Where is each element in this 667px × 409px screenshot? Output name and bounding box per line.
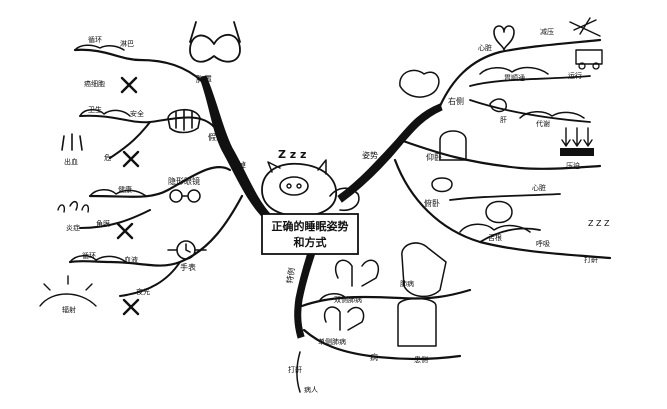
label-bra: 胸罩 [196, 74, 212, 84]
pig-prone [485, 200, 513, 224]
label-snoring: 打鼾 [584, 255, 598, 264]
glow-icon [39, 275, 97, 307]
label-blood: 血液 [124, 255, 138, 264]
pig-ear-right [317, 159, 327, 175]
label-circulation-2: 循环 [82, 251, 96, 260]
blood-drops-icon [61, 133, 83, 151]
truck-wheel-left [578, 62, 586, 70]
cross-mark-watch [122, 298, 140, 316]
center-box [261, 213, 359, 255]
label-lymph: 淋巴 [120, 39, 134, 48]
label-bilateral-lung: 双侧肺病 [334, 295, 362, 304]
center-title-line1: 正确的睡眠姿势 [272, 219, 349, 233]
label-heart-2: 心脏 [532, 183, 546, 192]
pig-patient-body [397, 297, 437, 347]
teeth-icon [167, 108, 201, 134]
cross-mark-bra [120, 76, 138, 94]
label-prone: 俯卧 [424, 198, 440, 208]
label-stomach: 胃顺通 [504, 73, 525, 82]
label-tongue-root: 舌根 [488, 233, 502, 242]
cross-mark-glasses [116, 222, 134, 240]
label-cancer-cells: 癌细胞 [84, 79, 105, 88]
heart-icon [493, 25, 515, 51]
pig-pillow [261, 162, 337, 218]
label-luminous: 夜光 [136, 287, 150, 296]
pig-snout [279, 176, 309, 196]
zigzag-z: Z Z Z [588, 219, 610, 228]
pressure-arrows-icon [561, 127, 593, 147]
pig-nostril-right [296, 183, 302, 189]
pig-prone-small [431, 177, 453, 193]
label-right-side: 右侧 [448, 96, 464, 106]
liver-icon [489, 98, 507, 113]
bra-icon [189, 21, 241, 63]
pig-nostril-left [286, 183, 292, 189]
glasses-icon [169, 189, 201, 203]
center-title-line2: 和方式 [294, 235, 327, 249]
label-decompress: 减压 [540, 27, 554, 36]
label-remove: 去掉 [230, 160, 246, 170]
label-patient: 病人 [304, 385, 318, 394]
label-danger: 危 [104, 153, 111, 162]
label-operation: 运行 [568, 71, 582, 80]
bottom-illustrations [323, 242, 447, 347]
bottom-main-branch [294, 239, 319, 339]
lungs-icon [334, 259, 380, 287]
eye-shapes-icon [57, 200, 90, 213]
left-sub-branches [68, 44, 244, 297]
label-pressure: 压迫 [566, 161, 580, 170]
label-hygiene: 卫生 [88, 105, 102, 114]
label-posture: 姿势 [362, 150, 378, 160]
truck-wheel-right [592, 62, 600, 70]
label-radiation: 辐射 [62, 305, 76, 314]
left-illustrations [39, 21, 241, 316]
lung-single-icon [323, 306, 365, 331]
label-lung-disease: 肺病 [400, 279, 414, 288]
label-heart: 心脏 [478, 43, 492, 52]
label-snoring-2: 打鼾 [288, 365, 302, 374]
label-metabolism: 代谢 [536, 119, 550, 128]
spring-icon [569, 17, 601, 37]
label-cornea: 角膜 [96, 219, 110, 228]
truck-icon [575, 49, 603, 65]
right-labels: 姿势 右侧 心脏 减压 胃顺通 运行 肝 代谢 仰卧 压迫 俯卧 心脏 舌根 呼… [362, 27, 610, 264]
label-disease: 病 [370, 352, 378, 362]
label-circulation: 循环 [88, 35, 102, 44]
pig-patient-head [401, 242, 447, 298]
cross-mark-teeth [122, 150, 140, 168]
center-node: Z z z 正确的睡眠姿势 和方式 [261, 148, 360, 255]
label-liver: 肝 [500, 116, 507, 124]
label-safety: 安全 [130, 109, 144, 118]
pig-ear-left [267, 161, 281, 173]
label-special-case: 特例 [284, 267, 297, 284]
label-unilateral-lung: 单侧肺病 [318, 337, 346, 346]
label-breathing: 呼吸 [536, 239, 550, 248]
label-supine: 仰卧 [426, 152, 442, 162]
right-sub-branches [393, 38, 612, 260]
label-bleeding: 出血 [64, 157, 78, 166]
small-pig [329, 187, 360, 212]
sleep-z: Z z z [278, 148, 306, 161]
pressure-block-icon [560, 148, 594, 156]
left-labels: 去掉 胸罩 循环 淋巴 癌细胞 假牙 卫生 安全 出血 危 隐形眼镜 健康 炎症… [62, 35, 246, 314]
left-main-branch [199, 75, 273, 223]
label-dentures: 假牙 [208, 133, 224, 142]
label-health: 健康 [118, 185, 132, 194]
right-main-branch [337, 103, 443, 203]
label-inflammation: 炎症 [66, 223, 80, 232]
pig-supine [439, 130, 467, 161]
bottom-labels: 特例 病 肺病 双侧肺病 单侧肺病 患侧 打鼾 病人 [284, 267, 428, 394]
right-illustrations [399, 17, 603, 224]
label-contact-lenses: 隐形眼镜 [168, 176, 200, 186]
label-watch: 手表 [180, 262, 196, 272]
bottom-sub-branches [296, 288, 472, 393]
pig-right-side [399, 69, 440, 98]
label-affected-side: 患侧 [414, 355, 428, 364]
